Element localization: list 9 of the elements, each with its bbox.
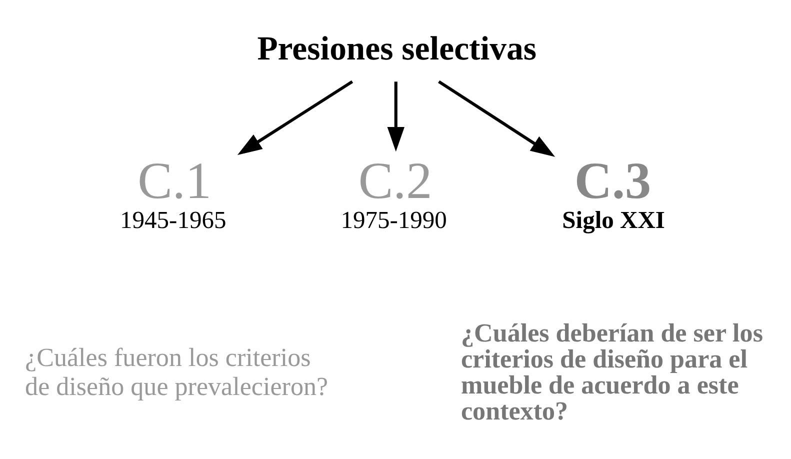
node-text: C.3 Siglo XXI	[562, 152, 665, 234]
node-text: C.1 1945-1965	[120, 152, 226, 234]
label: ¿Cuáles fueron los criterios de diseño que prevalecieron?	[25, 342, 328, 400]
arrow	[387, 81, 404, 152]
node-text: Presiones selectivas	[257, 30, 536, 67]
arrow	[438, 80, 556, 156]
label: ¿Cuáles deberían de ser los criterios de diseño para el mueble de acuerdo a este contexto?	[461, 318, 763, 425]
arrow	[237, 80, 354, 154]
node-text: C.2 1975-1990	[340, 152, 447, 234]
